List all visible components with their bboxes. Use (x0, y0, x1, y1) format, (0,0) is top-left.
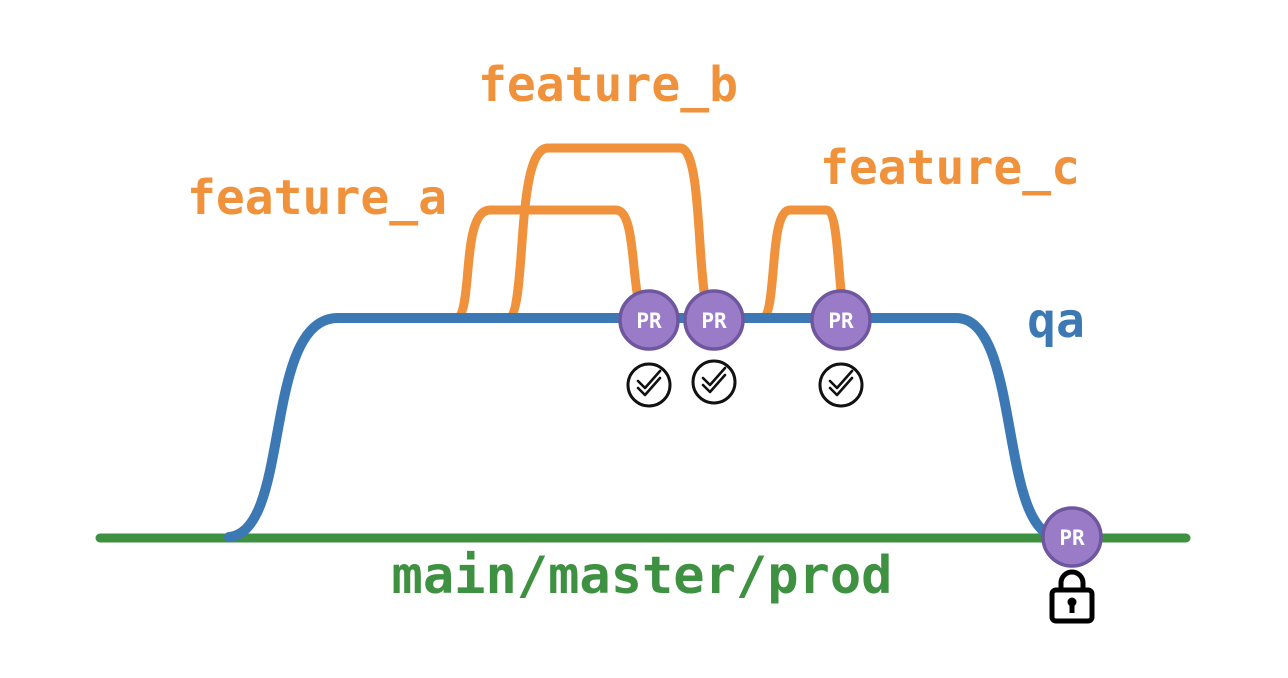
pr-badge-label: PR (636, 309, 662, 333)
status-check-icon (818, 362, 864, 408)
pr-badge-feature-c: PR (810, 289, 872, 351)
feature-c-branch-line (757, 205, 854, 323)
feature-c-label: feature_c (820, 140, 1080, 196)
lock-keyhole-stem (1069, 603, 1075, 613)
pr-badge-feature-b: PR (683, 289, 745, 351)
double-check-icon (828, 376, 854, 397)
double-check-icon (636, 369, 662, 390)
feature-b-label: feature_b (478, 57, 738, 113)
double-check-icon (636, 376, 662, 397)
lock-shackle (1058, 569, 1086, 592)
feature-a-branch-line (451, 205, 654, 323)
lock-icon (1049, 569, 1095, 624)
pr-badge-circle (1041, 506, 1103, 568)
pr-badge-qa-to-main: PR (1041, 506, 1103, 568)
main-branch-label: main/master/prod (392, 546, 893, 606)
pr-badge-label: PR (1059, 526, 1085, 550)
pr-badge-circle (683, 289, 745, 351)
pr-badge-circle (618, 289, 680, 351)
feature-b-branch-line (503, 143, 719, 323)
status-check-icon (626, 362, 672, 408)
feature-a-label: feature_a (187, 170, 447, 226)
pr-badge-label: PR (828, 309, 854, 333)
qa-label: qa (1027, 293, 1085, 349)
pr-badge-feature-a: PR (618, 289, 680, 351)
pr-badge-label: PR (701, 309, 727, 333)
double-check-icon (828, 369, 854, 390)
status-check-icon (691, 359, 737, 405)
double-check-icon (701, 366, 727, 387)
double-check-icon (701, 373, 727, 394)
pr-badge-circle (810, 289, 872, 351)
